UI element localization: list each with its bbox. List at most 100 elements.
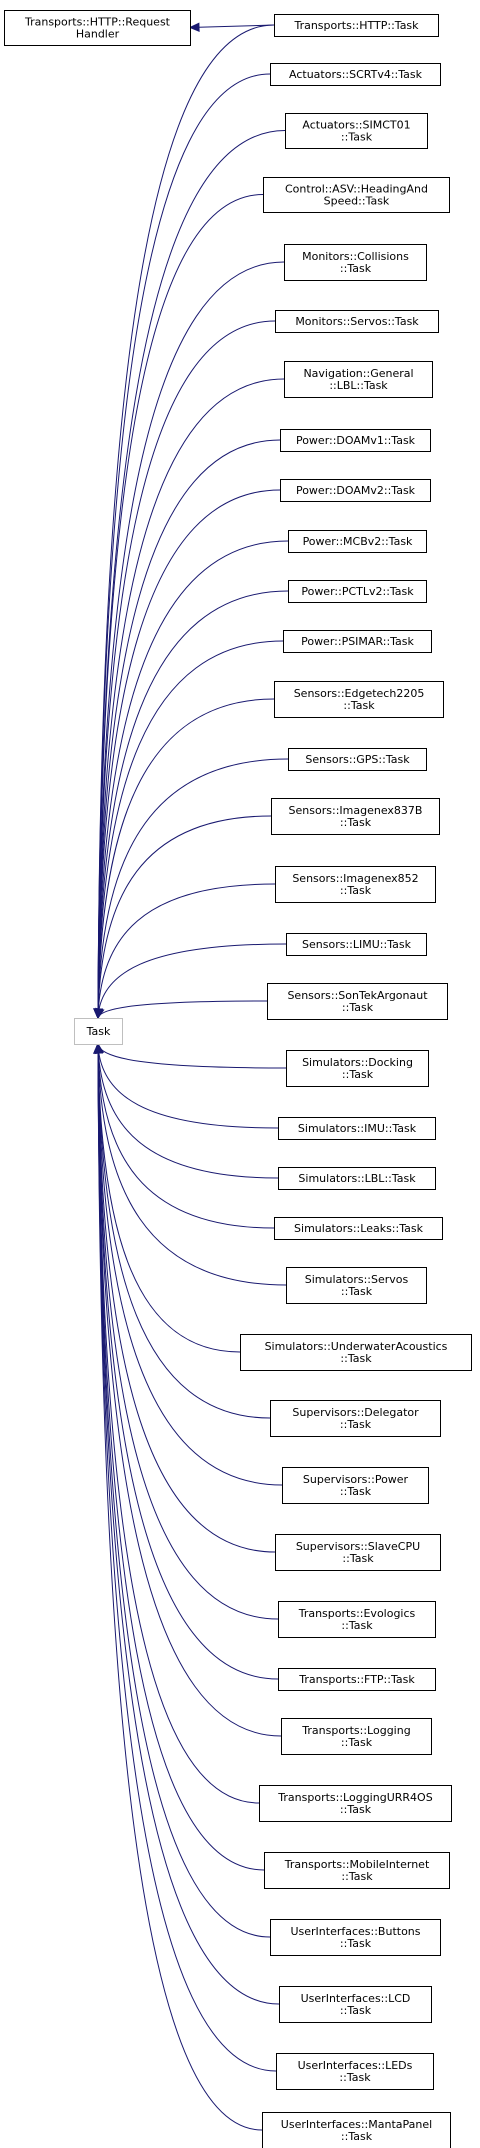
class-box — [278, 1167, 436, 1190]
class-label-line: ::Task — [340, 1418, 372, 1431]
inheritance-edge — [97, 24, 275, 1019]
class-node-sensors-imagenex852-task[interactable]: Sensors::Imagenex852::Task — [275, 866, 436, 903]
class-box — [288, 530, 427, 553]
class-box — [264, 1852, 450, 1889]
arrowhead-icon — [95, 1007, 105, 1020]
class-node-power-doamv1-task[interactable]: Power::DOAMv1::Task — [280, 429, 431, 452]
class-box — [278, 1601, 436, 1638]
class-label-line: Simulators::IMU::Task — [298, 1122, 417, 1135]
class-label-line: Transports::MobileInternet — [284, 1858, 430, 1871]
class-node-monitors-collisions-task[interactable]: Monitors::Collisions::Task — [284, 244, 427, 281]
class-label-line: UserInterfaces::Buttons — [290, 1925, 420, 1938]
edge-layer — [93, 22, 289, 2131]
class-node-simulators-underwateracoustics-task[interactable]: Simulators::UnderwaterAcoustics::Task — [240, 1334, 472, 1371]
class-node-task[interactable]: Task — [74, 1018, 123, 1045]
class-node-transports-mobileinternet-task[interactable]: Transports::MobileInternet::Task — [264, 1852, 450, 1889]
class-node-sensors-edgetech2205-task[interactable]: Sensors::Edgetech2205::Task — [274, 681, 444, 718]
class-box — [74, 1018, 123, 1045]
class-box — [286, 1267, 427, 1304]
class-node-sensors-sontekargonaut-task[interactable]: Sensors::SonTekArgonaut::Task — [267, 983, 448, 1020]
class-node-supervisors-slavecpu-task[interactable]: Supervisors::SlaveCPU::Task — [275, 1534, 441, 1571]
inheritance-edge — [97, 320, 276, 1019]
class-label-line: Monitors::Collisions — [302, 250, 409, 263]
inheritance-edge — [97, 1043, 275, 1229]
class-node-userinterfaces-buttons-task[interactable]: UserInterfaces::Buttons::Task — [270, 1919, 441, 1956]
class-label-line: ::Task — [340, 1937, 372, 1950]
class-node-simulators-leaks-task[interactable]: Simulators::Leaks::Task — [274, 1217, 443, 1240]
class-label-line: Navigation::General — [303, 367, 413, 380]
class-node-simulators-lbl-task[interactable]: Simulators::LBL::Task — [278, 1167, 436, 1190]
arrowhead-icon — [93, 1042, 103, 1054]
class-label-line: ::Task — [340, 2004, 372, 2017]
class-label-line: ::Task — [341, 131, 373, 144]
inheritance-edge — [97, 883, 276, 1019]
class-box — [275, 866, 436, 903]
class-label-line: ::Task — [340, 1352, 372, 1365]
inheritance-edge — [97, 1043, 279, 1129]
class-label-line: Handler — [76, 28, 120, 41]
class-node-supervisors-delegator-task[interactable]: Supervisors::Delegator::Task — [270, 1400, 441, 1437]
class-node-power-psimar-task[interactable]: Power::PSIMAR::Task — [283, 630, 432, 653]
class-label-line: ::Task — [341, 2130, 373, 2143]
inheritance-edge — [97, 640, 284, 1019]
class-box — [262, 2112, 451, 2148]
class-label-line: Transports::HTTP::Task — [293, 19, 419, 32]
inheritance-edge — [97, 590, 289, 1019]
class-node-userinterfaces-leds-task[interactable]: UserInterfaces::LEDs::Task — [276, 2053, 434, 2090]
class-node-navigation-general-lbl-task[interactable]: Navigation::General::LBL::Task — [284, 361, 433, 398]
class-label-line: Monitors::Servos::Task — [295, 315, 419, 328]
inheritance-edge — [97, 815, 272, 1019]
class-node-userinterfaces-mantapanel-task[interactable]: UserInterfaces::MantaPanel::Task — [262, 2112, 451, 2148]
inheritance-edge — [97, 1043, 279, 1620]
class-label-line: Supervisors::Delegator — [292, 1406, 419, 1419]
inheritance-edge — [97, 1043, 283, 1486]
class-node-transports-evologics-task[interactable]: Transports::Evologics::Task — [278, 1601, 436, 1638]
class-box — [279, 1986, 432, 2023]
class-label-line: ::Task — [340, 262, 372, 275]
class-label-line: Transports::LoggingURR4OS — [277, 1791, 432, 1804]
class-node-transports-http-task[interactable]: Transports::HTTP::Task — [274, 14, 439, 37]
class-node-actuators-simct01-task[interactable]: Actuators::SIMCT01::Task — [285, 113, 428, 149]
class-box — [282, 1467, 429, 1504]
class-box — [280, 429, 431, 452]
class-box — [284, 244, 427, 281]
class-box — [271, 798, 440, 835]
class-node-actuators-scrtv4-task[interactable]: Actuators::SCRTv4::Task — [270, 63, 441, 86]
class-node-transports-loggingurr4os-task[interactable]: Transports::LoggingURR4OS::Task — [259, 1785, 452, 1822]
class-label-line: Actuators::SIMCT01 — [302, 119, 410, 132]
class-box — [274, 681, 444, 718]
class-label-line: ::Task — [341, 1619, 373, 1632]
class-label-line: Simulators::Servos — [305, 1273, 409, 1286]
inheritance-edge — [97, 1000, 268, 1019]
class-node-power-mcbv2-task[interactable]: Power::MCBv2::Task — [288, 530, 427, 553]
class-label-line: Transports::HTTP::Request — [24, 16, 171, 29]
inheritance-edge — [97, 1043, 271, 1419]
class-node-supervisors-power-task[interactable]: Supervisors::Power::Task — [282, 1467, 429, 1504]
class-node-simulators-docking-task[interactable]: Simulators::Docking::Task — [286, 1050, 429, 1087]
class-node-sensors-gps-task[interactable]: Sensors::GPS::Task — [288, 748, 427, 771]
inheritance-edge — [97, 378, 285, 1019]
class-label-line: Control::ASV::HeadingAnd — [285, 183, 428, 196]
class-node-userinterfaces-lcd-task[interactable]: UserInterfaces::LCD::Task — [279, 1986, 432, 2023]
class-label-line: ::Task — [342, 1001, 374, 1014]
class-node-simulators-servos-task[interactable]: Simulators::Servos::Task — [286, 1267, 427, 1304]
inheritance-edge — [97, 489, 281, 1019]
class-node-transports-ftp-task[interactable]: Transports::FTP::Task — [278, 1668, 436, 1691]
class-label-line: Supervisors::SlaveCPU — [296, 1540, 420, 1553]
inheritance-edge — [97, 1043, 279, 1179]
class-node-sensors-limu-task[interactable]: Sensors::LIMU::Task — [286, 933, 427, 956]
class-box — [276, 2053, 434, 2090]
class-node-sensors-imagenex837b-task[interactable]: Sensors::Imagenex837B::Task — [271, 798, 440, 835]
inheritance-edge — [97, 1043, 276, 1553]
class-node-power-pctlv2-task[interactable]: Power::PCTLv2::Task — [288, 580, 427, 603]
class-node-monitors-servos-task[interactable]: Monitors::Servos::Task — [275, 310, 439, 333]
class-node-simulators-imu-task[interactable]: Simulators::IMU::Task — [278, 1117, 436, 1140]
class-label-line: ::Task — [340, 884, 372, 897]
class-box — [267, 983, 448, 1020]
class-label-line: Power::PSIMAR::Task — [301, 635, 414, 648]
class-node-transports-logging-task[interactable]: Transports::Logging::Task — [281, 1718, 432, 1755]
class-label-line: Power::MCBv2::Task — [303, 535, 413, 548]
class-node-power-doamv2-task[interactable]: Power::DOAMv2::Task — [280, 479, 431, 502]
